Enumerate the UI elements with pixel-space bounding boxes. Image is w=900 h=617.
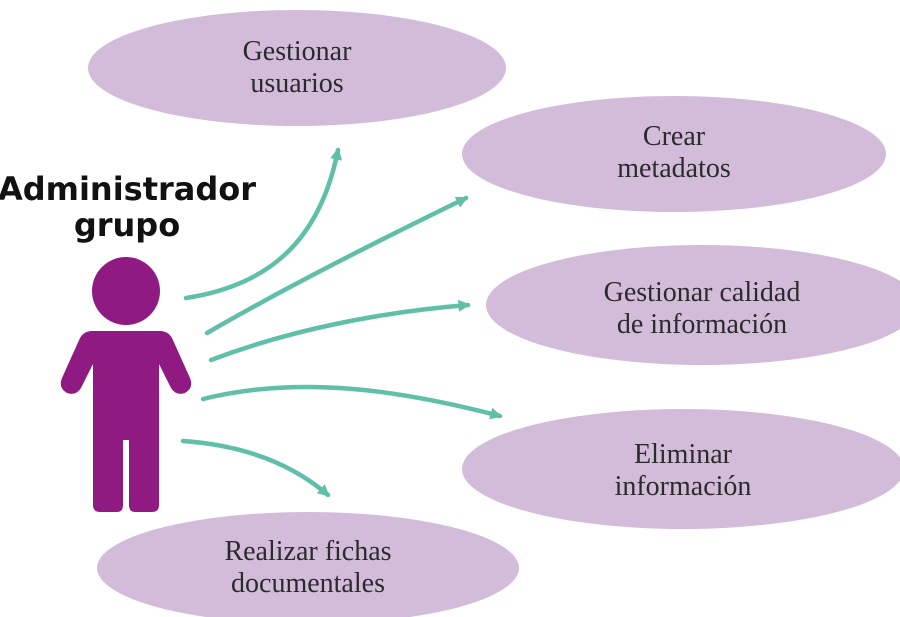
- use-case-ellipse: [88, 10, 506, 126]
- use-case-label-line2: documentales: [231, 568, 385, 599]
- arrow-to-gestionar-calidad: [208, 299, 471, 363]
- use-case-ellipse: [486, 245, 900, 365]
- arrow-to-realizar-fichas: [180, 438, 331, 498]
- use-case-label-line1: Gestionar calidad: [604, 277, 801, 308]
- use-case-label-line2: usuarios: [250, 68, 343, 99]
- use-case-label-line2: información: [615, 471, 752, 502]
- use-case-gestionar-calidad: Gestionar calidad de información: [486, 245, 900, 365]
- actor-body: [60, 331, 192, 512]
- actor-label-line1: Administrador: [0, 170, 256, 208]
- arrow-to-crear-metadatos: [204, 195, 469, 336]
- use-case-ellipse: [462, 409, 900, 529]
- use-case-label-line1: Eliminar: [634, 439, 733, 470]
- arrow-to-gestionar-usuarios: [183, 147, 342, 301]
- use-case-gestionar-usuarios: Gestionar usuarios: [88, 10, 506, 126]
- use-case-ellipse: [97, 512, 519, 617]
- actor-label-line2: grupo: [74, 206, 180, 244]
- actor-head: [92, 257, 160, 325]
- use-case-label-line1: Crear: [643, 121, 706, 152]
- arrows: [180, 147, 503, 498]
- actor-person-icon: [60, 257, 192, 512]
- use-case-ellipse: [462, 96, 886, 212]
- use-case-eliminar-informacion: Eliminar información: [462, 409, 900, 529]
- arrow-to-eliminar-informacion: [200, 384, 503, 420]
- use-case-label-line1: Realizar fichas: [224, 536, 391, 567]
- use-case-realizar-fichas: Realizar fichas documentales: [97, 512, 519, 617]
- use-case-label-line2: metadatos: [617, 153, 731, 184]
- use-case-crear-metadatos: Crear metadatos: [462, 96, 886, 212]
- use-case-label-line2: de información: [617, 309, 787, 340]
- use-case-label-line1: Gestionar: [243, 36, 353, 67]
